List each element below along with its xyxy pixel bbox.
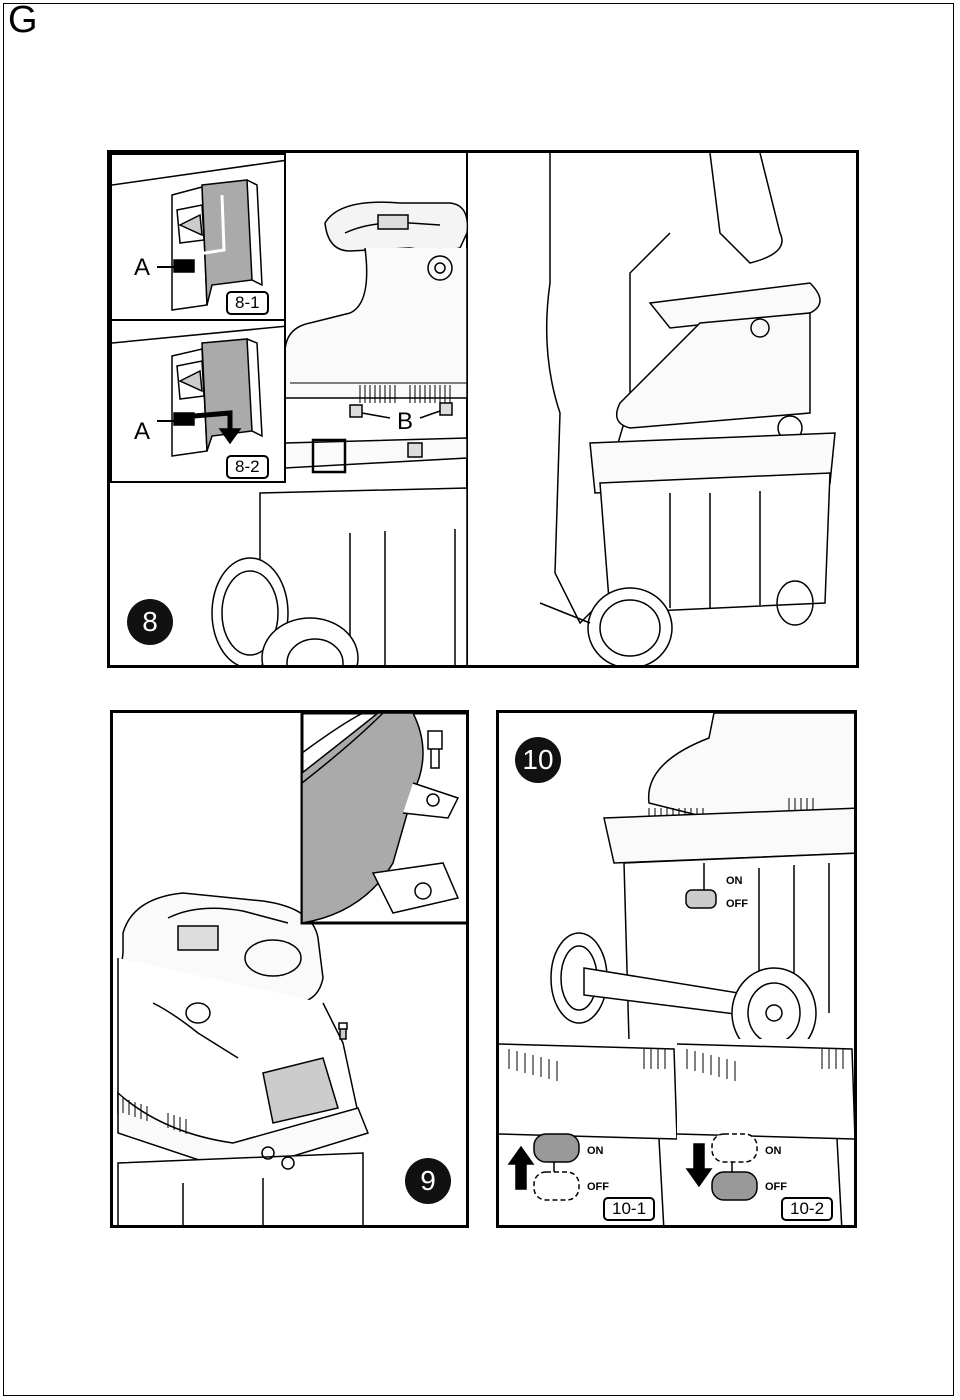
switch-on-label: ON — [587, 1145, 604, 1157]
detail-label: 8-1 — [226, 291, 269, 315]
detail-10-2: ON OFF 10-2 — [677, 1039, 854, 1225]
switch-on-label: ON — [726, 875, 743, 887]
detail-8-2: A 8-2 — [110, 319, 286, 483]
detail-label: 8-2 — [226, 455, 269, 479]
shredder-switch-illustration — [499, 713, 854, 1041]
switch-off-diagram — [677, 1043, 854, 1225]
detail-label: 10-2 — [781, 1197, 834, 1221]
switch-on-label: ON — [765, 1145, 782, 1157]
callout-a: A — [134, 254, 151, 281]
callout-a: A — [134, 418, 151, 445]
shredder-screw-illustration — [117, 713, 466, 1225]
shredder-lid-illustration — [211, 153, 836, 665]
latch-diagram-8-1 — [112, 159, 284, 311]
detail-label: 10-1 — [603, 1197, 656, 1221]
switch-off-label: OFF — [587, 1181, 609, 1193]
switch-off-label: OFF — [765, 1181, 787, 1193]
figure-9-panel: 9 — [110, 710, 469, 1228]
section-letter: G — [8, 0, 38, 41]
detail-10-1: ON OFF 10-1 — [499, 1039, 679, 1225]
switch-off-label: OFF — [726, 898, 748, 910]
page-border — [3, 3, 954, 1396]
callout-b: B — [397, 408, 414, 435]
figure-8-panel: A 8-1 A 8-2 B 8 — [107, 150, 859, 668]
figure-10-badge: 10 — [515, 737, 561, 783]
switch-on-diagram — [499, 1043, 677, 1225]
figure-9-badge: 9 — [405, 1158, 451, 1204]
figure-10-panel: ON OFF 10 ON OFF 10-1 — [496, 710, 857, 1228]
figure-8-badge: 8 — [127, 599, 173, 645]
detail-8-1: A 8-1 — [110, 153, 286, 321]
latch-diagram-8-2 — [112, 325, 284, 457]
